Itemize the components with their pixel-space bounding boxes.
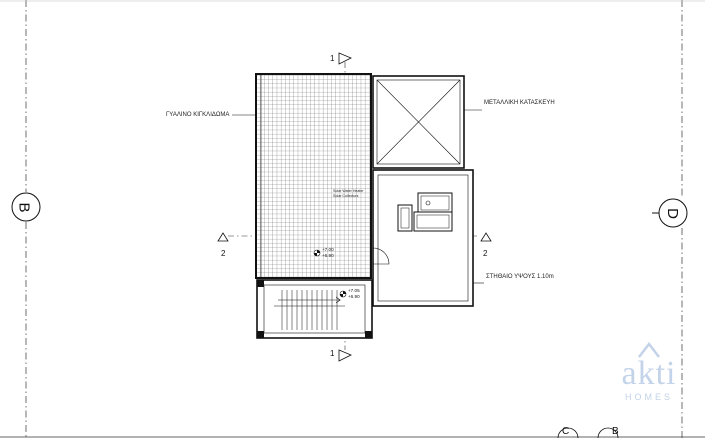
staircase xyxy=(256,279,373,339)
tiled-terrace xyxy=(255,73,372,279)
grid-bubble-left xyxy=(11,192,41,222)
elevation-stair-bottom: +6.90 xyxy=(348,294,360,299)
elevation-marker-stair xyxy=(339,290,347,298)
section-arrow-bottom xyxy=(338,349,352,362)
akti-homes-watermark: akti HOMES xyxy=(606,342,692,402)
metal-structure-label: ΜΕΤΑΛΛΙΚΗ ΚΑΤΑΣΚΕΥΗ xyxy=(484,100,555,106)
solar-heater-note: Solar Water Heater xyxy=(333,189,364,193)
watermark-brand: akti xyxy=(621,355,677,392)
parapet-room-inner xyxy=(377,174,469,302)
section-arrow-top xyxy=(338,52,352,65)
solar-equipment xyxy=(397,192,453,232)
grid-bubble-bottom-c xyxy=(557,427,579,438)
grid-axis-label-left: B xyxy=(15,202,33,213)
parapet-height-label: ΣΤΗΘΑΙΟ ΥΨΟΥΣ 1.10m xyxy=(486,274,554,280)
section-label-right: 2 xyxy=(483,249,488,258)
section-arrow-right xyxy=(480,232,492,242)
grid-lines xyxy=(25,0,683,438)
grid-axis-label-bottom: C B xyxy=(562,426,639,437)
elevation-stair-top: +7.05 xyxy=(348,288,360,293)
grid-axis-label-right: D xyxy=(663,208,681,219)
staircase-inner xyxy=(263,284,366,334)
leader-lines xyxy=(232,109,484,284)
metal-structure-inner xyxy=(376,79,461,165)
watermark-sub: HOMES xyxy=(624,392,673,402)
glass-railing-label: ΓΥΑΛΙΝΟ ΚΙΓΚΛΙΔΩΜΑ xyxy=(166,112,230,118)
section-arrow-left xyxy=(217,232,229,242)
elevation-terrace-top: +7.00 xyxy=(322,247,334,252)
section-label-bottom: 1 xyxy=(330,349,335,358)
elevation-marker-terrace xyxy=(313,249,321,257)
solar-collectors-note: Solar Collectors xyxy=(333,194,359,198)
akti-logo-icon xyxy=(638,342,660,358)
metal-brace-b xyxy=(376,79,461,165)
section-label-left: 2 xyxy=(221,249,226,258)
stair-columns xyxy=(257,280,372,338)
parapet-room xyxy=(372,169,474,307)
stair-treads xyxy=(274,290,345,330)
door-swing xyxy=(372,247,390,265)
section-label-top: 1 xyxy=(330,54,335,63)
grid-bubble-bottom-b xyxy=(597,427,619,438)
elevation-terrace-bottom: +6.90 xyxy=(322,253,334,258)
stair-direction-arrow xyxy=(278,296,341,304)
